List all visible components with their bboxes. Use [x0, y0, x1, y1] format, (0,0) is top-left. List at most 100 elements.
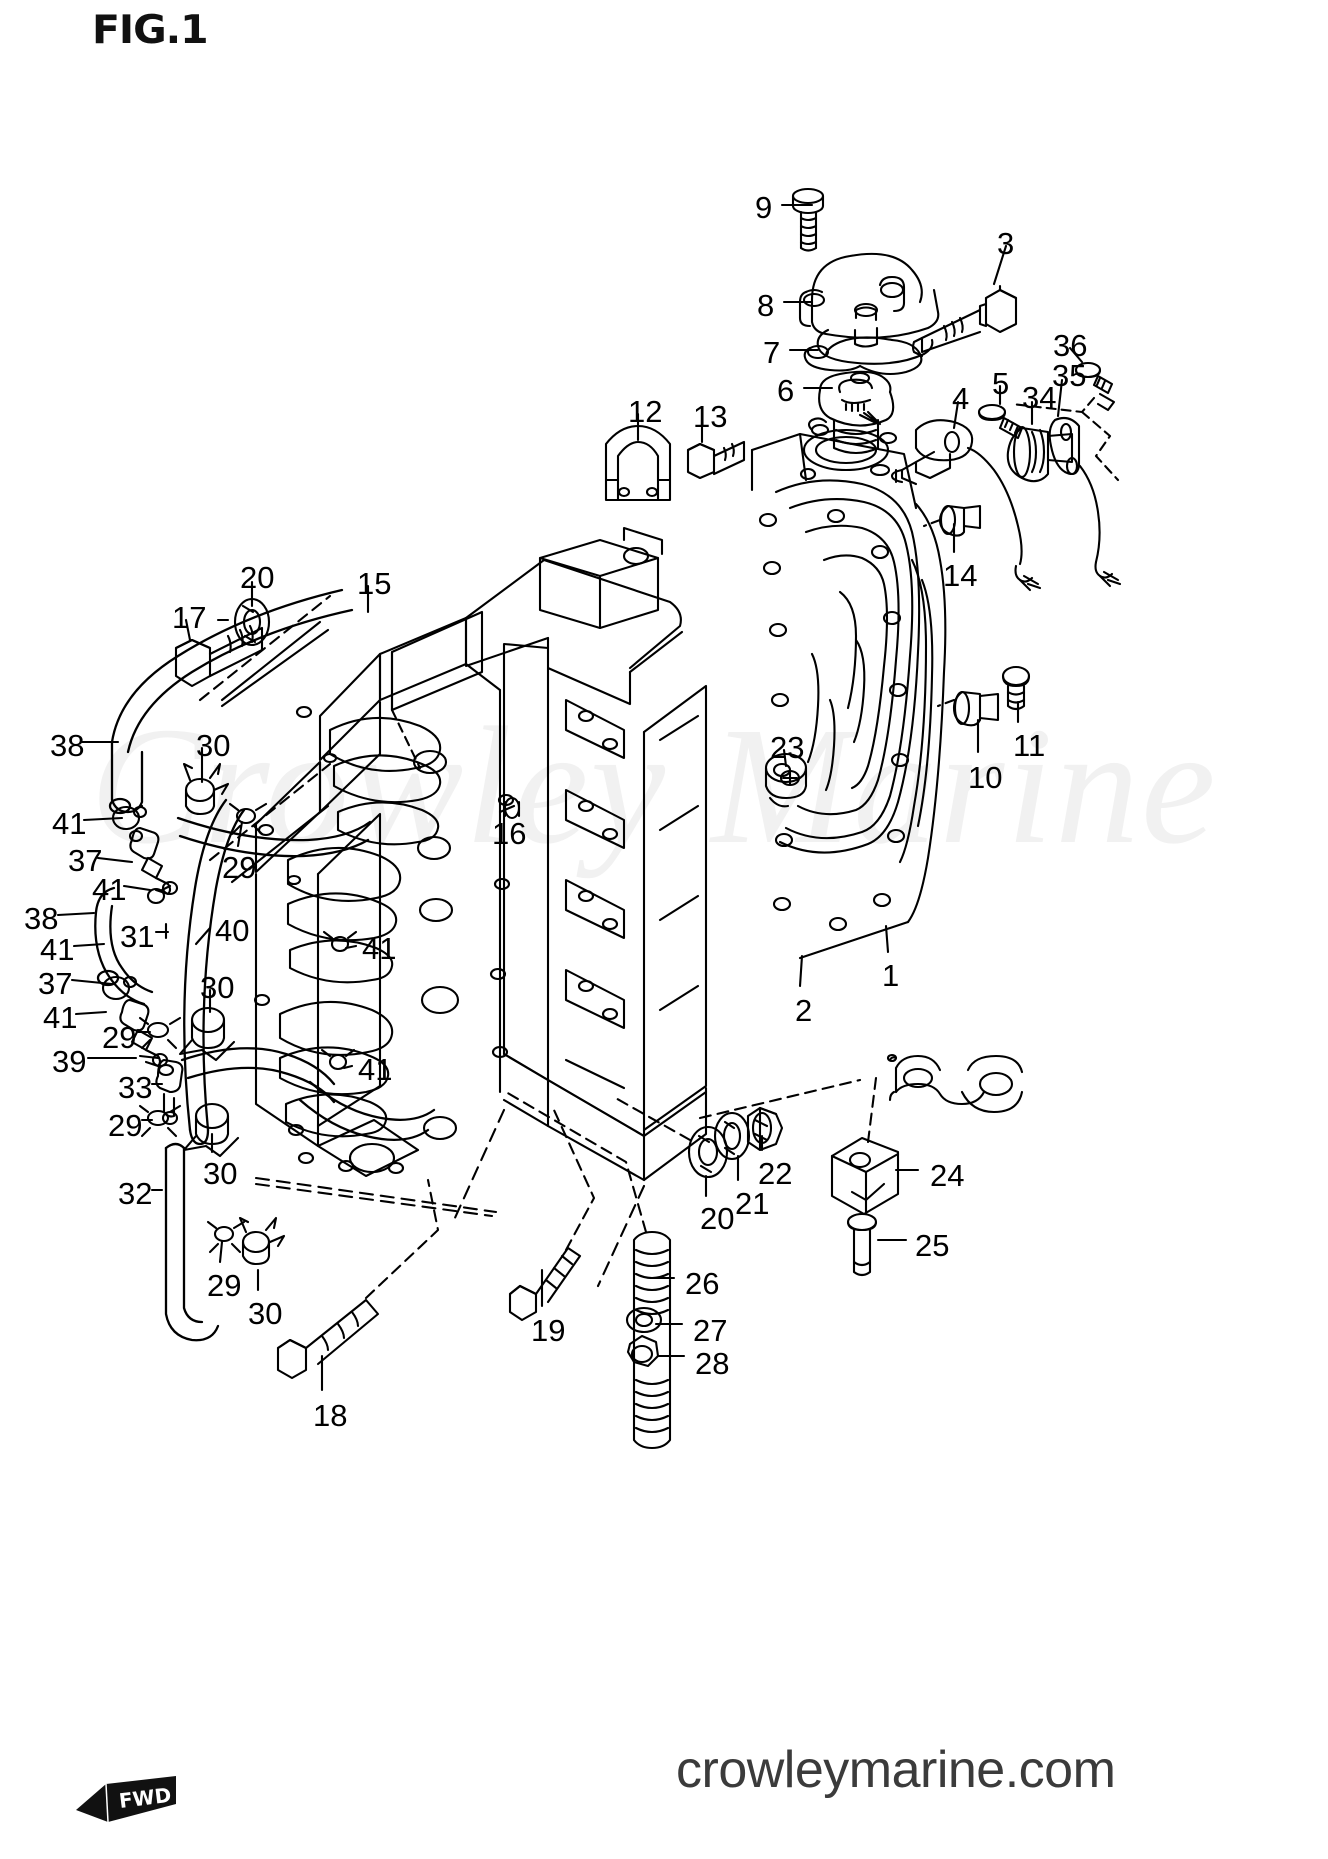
part-crankcase-body — [253, 526, 708, 1182]
part-21-washer — [713, 1111, 751, 1161]
callout-number: 40 — [215, 913, 250, 948]
callout-number: 7 — [763, 335, 781, 370]
callout-number: 20 — [700, 1201, 735, 1236]
page-title: FIG.1 — [92, 8, 209, 53]
part-2-gasket — [886, 1053, 1024, 1114]
callout-number: 16 — [492, 816, 527, 851]
callout-number: 29 — [222, 850, 257, 885]
part-24-mount-bracket — [830, 1136, 900, 1216]
callout-number: 9 — [755, 190, 773, 225]
part-10-plug — [952, 690, 1000, 727]
part-19-stud — [508, 1246, 582, 1322]
part-28-nut — [626, 1334, 660, 1368]
callout-number: 3 — [997, 226, 1015, 261]
callout-number: 6 — [777, 373, 795, 408]
part-4-temp-sensor — [890, 419, 1042, 592]
part-9-bolt — [791, 187, 825, 252]
part-34-wire — [1078, 464, 1122, 588]
leader-dash-15 — [390, 708, 422, 770]
callout-number: 28 — [695, 1346, 730, 1381]
part-34-valve — [1006, 425, 1074, 483]
callout-number: 4 — [952, 381, 970, 416]
callout-number: 34 — [1022, 380, 1057, 415]
callout-leaders — [56, 203, 1084, 1392]
part-41-clamp-c — [101, 975, 138, 1001]
part-11-screw — [1001, 665, 1031, 711]
part-22-nut — [746, 1106, 784, 1152]
callout-number: 41 — [358, 1052, 393, 1087]
part-15-plate — [390, 610, 484, 712]
leader-dash-10 — [936, 698, 956, 708]
leader-dash-14 — [922, 518, 942, 528]
part-13-bolt — [686, 440, 746, 480]
callout-number: 21 — [735, 1186, 770, 1221]
fwd-orientation-badge: FWD — [76, 1776, 176, 1823]
callout-number: 27 — [693, 1313, 728, 1348]
part-32-hose-bottom — [164, 1142, 220, 1342]
callout-number: 26 — [685, 1266, 720, 1301]
leader-dash-26 — [504, 1090, 648, 1234]
leader-dash-block-lower — [254, 1108, 646, 1288]
part-29-clip-d — [206, 1220, 246, 1254]
leader-dash-left-axis — [198, 594, 332, 862]
part-26-stud — [632, 1230, 672, 1450]
callout-number: 24 — [930, 1158, 965, 1193]
part-20-washer-lower — [687, 1125, 729, 1179]
part-1-cylinder-block — [750, 417, 947, 960]
callout-number: 30 — [200, 970, 235, 1005]
callout-number: 8 — [757, 288, 775, 323]
part-29-clip-a — [228, 802, 268, 836]
part-40-hose-long — [183, 798, 246, 1146]
part-17-bolt — [174, 624, 264, 688]
part-30-clamp-b — [178, 1006, 236, 1062]
callout-number: 5 — [992, 366, 1010, 401]
callout-number: 36 — [1053, 328, 1088, 363]
part-23-plug — [764, 752, 808, 808]
part-3-long-bolt — [911, 284, 1018, 358]
part-41-clamp-d — [322, 930, 358, 953]
part-14-plug — [938, 504, 982, 537]
callout-number: 39 — [52, 1044, 87, 1079]
callout-number: 30 — [203, 1156, 238, 1191]
callout-number: 29 — [102, 1020, 137, 1055]
callout-number: 14 — [943, 558, 978, 593]
part-25-bolt — [846, 1212, 878, 1277]
callout-number: 25 — [915, 1228, 950, 1263]
callout-number: 22 — [758, 1156, 793, 1191]
callout-number: 2 — [795, 993, 813, 1028]
leader-dash-20-21-22 — [610, 1076, 878, 1144]
leader-dash-35-36 — [1010, 396, 1120, 482]
callout-number: 11 — [1013, 728, 1046, 763]
callout-number: 32 — [118, 1176, 153, 1211]
part-18-bolt — [276, 1298, 380, 1380]
callout-number: 23 — [770, 730, 805, 765]
part-36-screw — [1074, 361, 1116, 412]
part-39-clip — [138, 1054, 160, 1060]
callout-number: 29 — [207, 1268, 242, 1303]
part-35-bracket — [1048, 416, 1081, 476]
callout-number: 37 — [68, 843, 103, 878]
callout-number: 19 — [531, 1313, 566, 1348]
part-29-clip-c — [138, 1104, 182, 1138]
callout-number: 18 — [313, 1398, 348, 1433]
callout-number: 12 — [628, 394, 663, 429]
callout-number: 41 — [92, 872, 127, 907]
callout-number: 33 — [118, 1070, 153, 1105]
callout-number: 38 — [24, 901, 59, 936]
callout-number: 30 — [196, 728, 231, 763]
callout-number: 15 — [357, 566, 392, 601]
callout-number: 41 — [43, 1000, 78, 1035]
part-8-thermostat-cover — [798, 252, 940, 365]
callout-number: 41 — [40, 932, 75, 967]
part-29-clip-b — [138, 1016, 182, 1050]
part-12-bracket — [604, 424, 672, 502]
leader-dash-19 — [552, 1108, 596, 1252]
callout-number: 1 — [882, 958, 900, 993]
hose-runs-block — [176, 816, 436, 1141]
part-41-clamp-b — [146, 884, 172, 905]
part-7-gasket — [803, 336, 923, 385]
part-6-thermostat — [818, 370, 895, 455]
callout-number: 37 — [38, 966, 73, 1001]
